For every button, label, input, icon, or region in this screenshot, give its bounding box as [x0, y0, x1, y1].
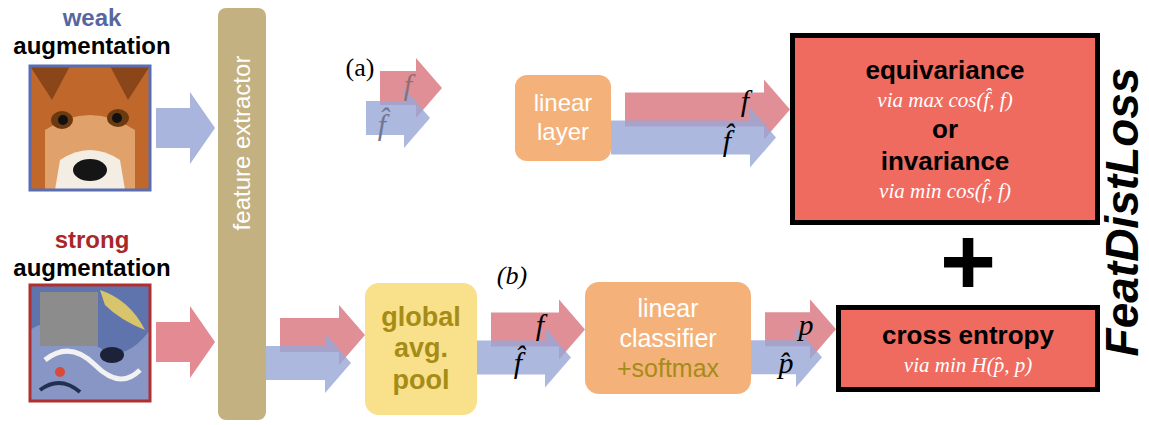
feature-arrow [611, 80, 790, 168]
plus-sign: + [940, 214, 996, 310]
loss-name: FeatDistLoss [1097, 68, 1148, 357]
feature-arrow [477, 300, 585, 388]
box-text: via min H(p̂, p) [904, 352, 1032, 378]
feature-arrow [266, 305, 365, 393]
box-text: via max cos(f̂, f) [877, 87, 1012, 113]
feature-symbol: f̂ [378, 108, 386, 141]
box-text: linear classifier [593, 293, 743, 353]
augmentation-label: weak [63, 5, 122, 31]
arrow-shape [611, 108, 776, 168]
augmented-image [30, 285, 150, 401]
feature-arrow [751, 299, 836, 387]
feature-arrow [366, 88, 430, 148]
feature-symbol: f [741, 84, 749, 117]
box-text: cross entropy [882, 319, 1054, 352]
box-text: or [932, 113, 958, 146]
box-text: equivariance [866, 54, 1025, 87]
feature-symbol: f [404, 68, 412, 101]
augmentation-label: strong [55, 227, 130, 253]
classifier-box: linear classifier+softmax [585, 282, 751, 394]
loss-box: equivariancevia max cos(f̂, f)orinvarian… [790, 33, 1100, 225]
augmentation-label: augmentation [13, 33, 170, 59]
box-text: feature extractor [229, 56, 255, 231]
input-arrow [156, 306, 215, 378]
box-text: +softmax [617, 353, 719, 383]
feature-symbol: f̂ [514, 346, 522, 379]
arrow-shape [266, 333, 351, 393]
loss-box: cross entropyvia min H(p̂, p) [836, 305, 1100, 392]
feature-symbol: f̂ [723, 124, 731, 157]
probability-symbol: p̂ [779, 346, 794, 379]
position-marker: (b) [497, 262, 527, 291]
linear-layer-box: linear layer [515, 75, 611, 161]
pooling-box: global avg. pool [365, 283, 477, 415]
box-text: invariance [881, 145, 1010, 178]
box-text: global avg. pool [373, 302, 469, 395]
input-arrow [156, 92, 215, 164]
box-text: via min cos(f̂, f) [879, 178, 1011, 204]
fox-image [30, 66, 150, 190]
feature-extractor-bar: feature extractor [218, 8, 266, 420]
box-text: linear layer [523, 89, 603, 147]
position-marker: (a) [346, 54, 375, 83]
probability-symbol: p [799, 308, 814, 341]
feature-symbol: f [536, 308, 544, 341]
arrow-shape [477, 328, 571, 388]
augmentation-label: augmentation [13, 255, 170, 281]
